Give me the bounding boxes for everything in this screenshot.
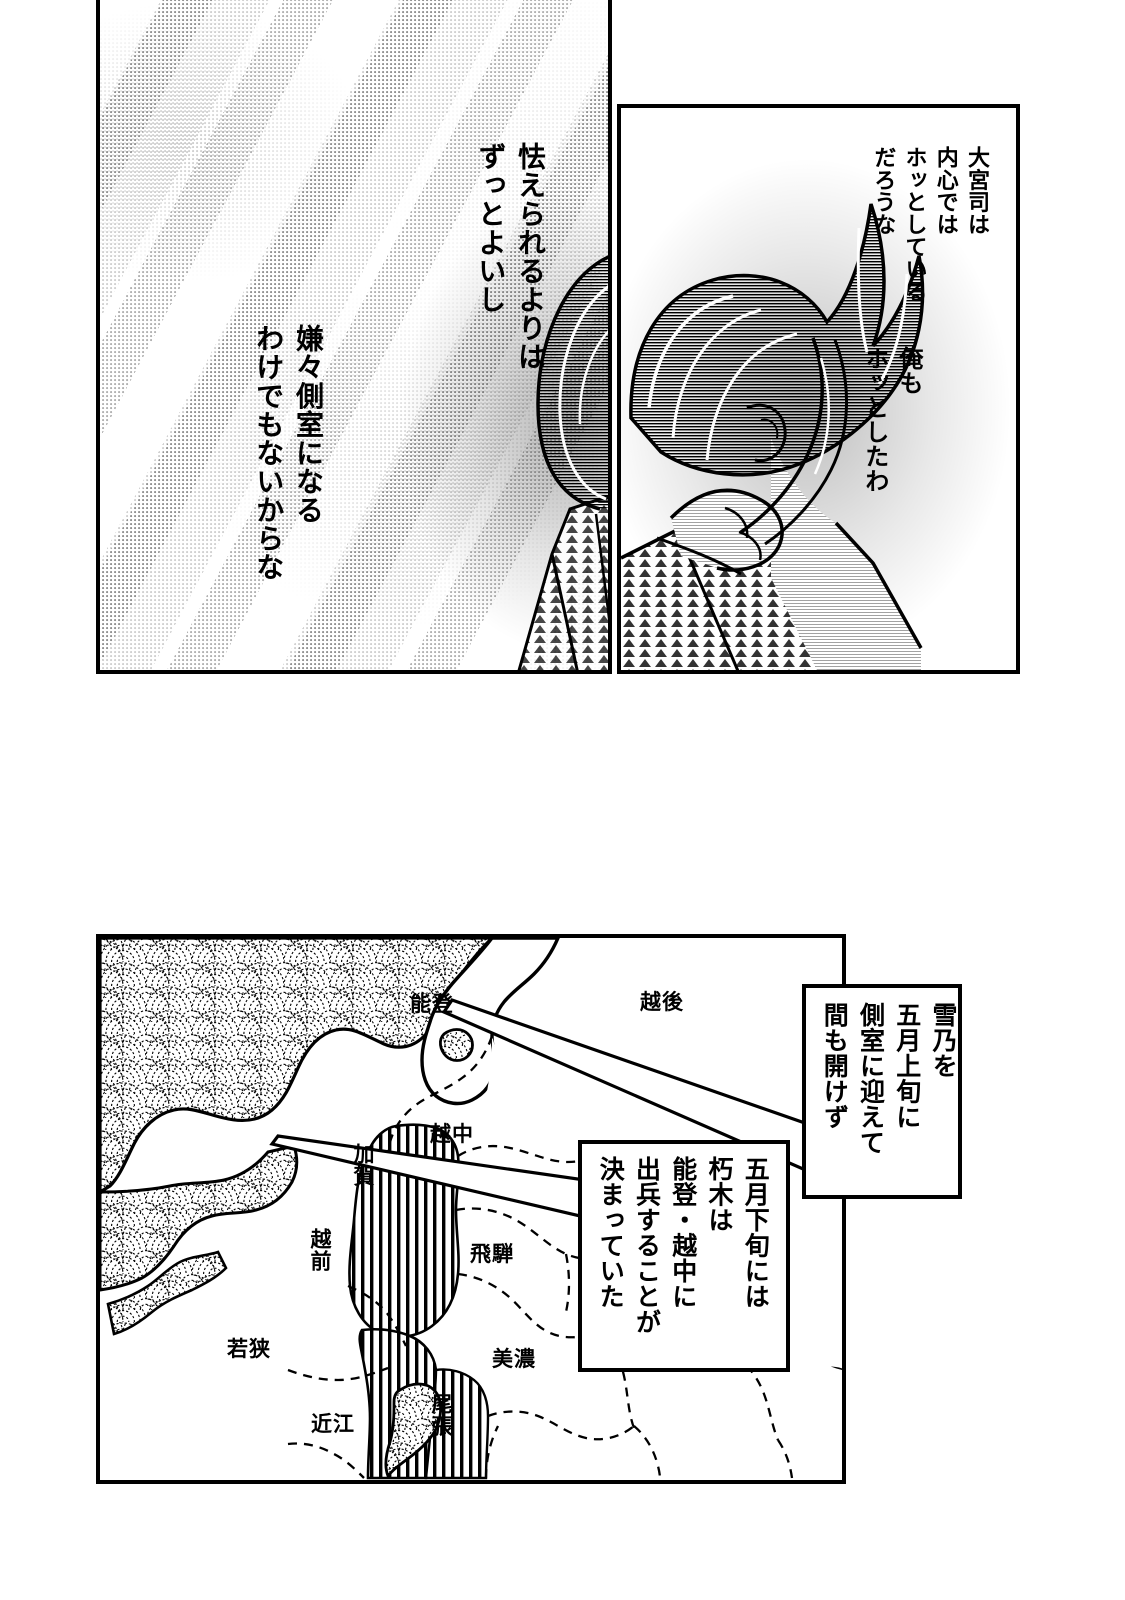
character-head-illustration — [621, 158, 1011, 670]
map-caption-box-1: 雪乃を 五月上旬に 側室に迎えて 間も開けず — [802, 984, 962, 1199]
map-label-wakasa: 若狭 — [227, 1337, 271, 1361]
map-label-kaga: 加賀 — [351, 1143, 375, 1187]
map-label-hida: 飛騨 — [470, 1242, 514, 1266]
character-back-illustration — [400, 194, 608, 670]
map-caption-box-2: 五月下旬には 朽木は 能登・越中に 出兵することが 決まっていた — [578, 1140, 790, 1372]
lake-biwa — [384, 1382, 443, 1479]
top-right-panel: 大宮司は 内心では ホッとしている だろうな 俺も ホッとしたわ — [617, 104, 1020, 674]
dialogue-text-right-2: 俺も ホッとしたわ — [860, 346, 923, 493]
map-label-omi: 近江 — [311, 1412, 355, 1436]
dialogue-text-left-2: 嫌々側室になる わけでもないからな — [252, 324, 325, 582]
dialogue-text-left-1: 怯えられるよりは ずっとよいし — [474, 142, 547, 371]
map-label-noto: 能登 — [410, 992, 454, 1016]
map-caption-text-1: 雪乃を 五月上旬に 側室に迎えて 間も開けず — [820, 1002, 958, 1155]
map-label-echizen: 越前 — [308, 1228, 332, 1272]
top-left-panel: 怯えられるよりは ずっとよいし 嫌々側室になる わけでもないからな — [96, 0, 612, 674]
dialogue-text-right-1: 大宮司は 内心では ホッとしている だろうな — [870, 146, 989, 304]
map-label-etchu: 越中 — [430, 1122, 474, 1146]
map-label-mino: 美濃 — [492, 1347, 536, 1371]
map-label-owari: 尾張 — [429, 1393, 453, 1437]
map-label-echigo: 越後 — [640, 990, 684, 1014]
map-caption-text-2: 五月下旬には 朽木は 能登・越中に 出兵することが 決まっていた — [596, 1156, 771, 1335]
